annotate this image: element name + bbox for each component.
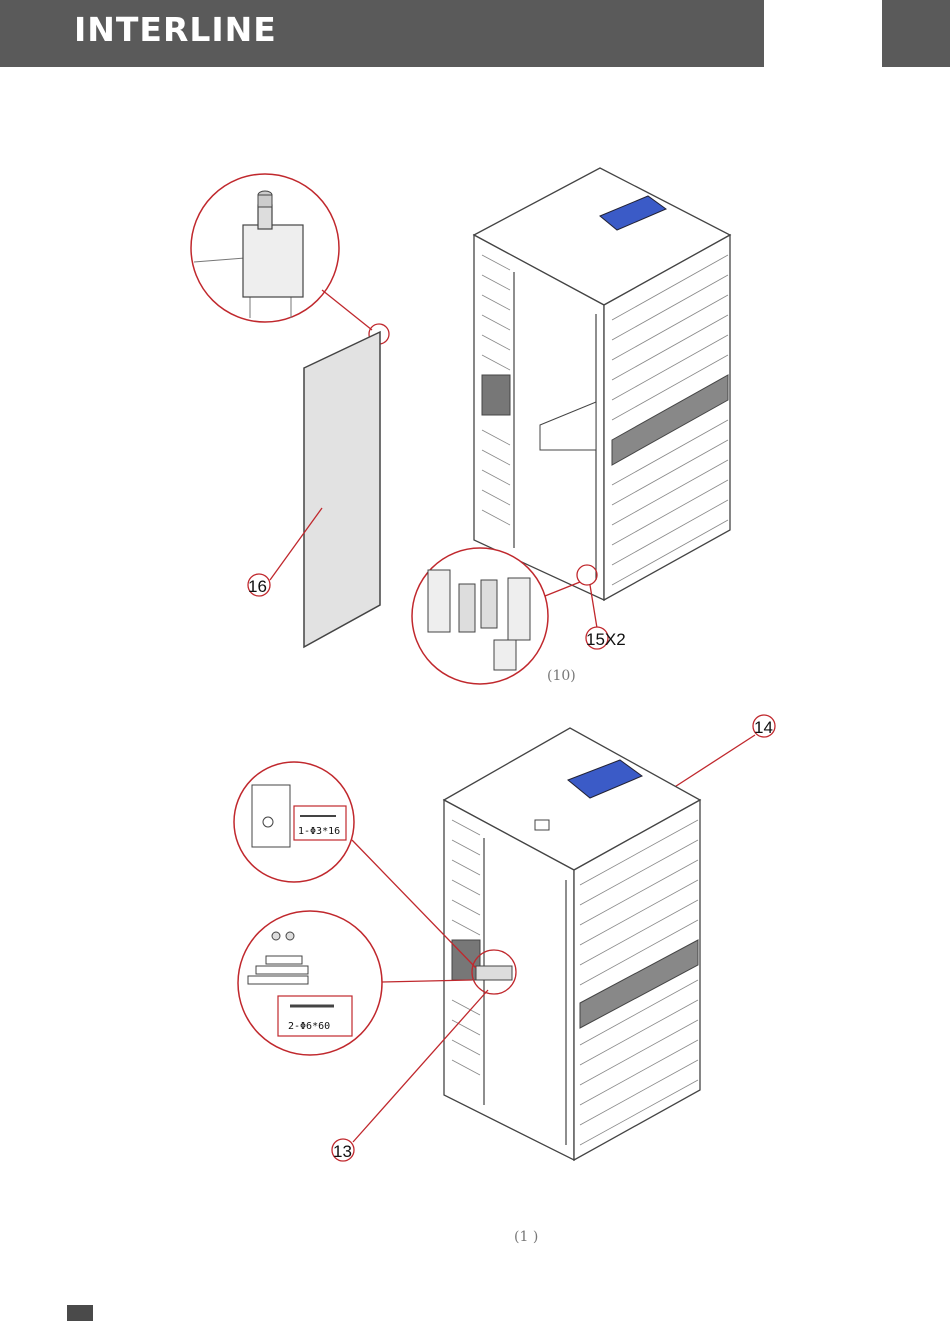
sauna-cabin-bottom — [444, 728, 700, 1160]
bolt-detail-circle-2: 2-Φ6*60 — [238, 911, 382, 1055]
spec-screw-small: 1-Φ3*16 — [298, 826, 340, 837]
figure-caption-bottom: (1 ) — [514, 1229, 538, 1245]
callout-14: 14 — [754, 718, 773, 737]
callout-13: 13 — [333, 1142, 352, 1161]
page-marker — [67, 1305, 93, 1321]
screw-detail-circle-1: 1-Φ3*16 — [234, 762, 354, 882]
spec-screw-large: 2-Φ6*60 — [288, 1021, 330, 1032]
assembly-figure-bottom: 14 1-Φ3*16 — [0, 0, 950, 1240]
